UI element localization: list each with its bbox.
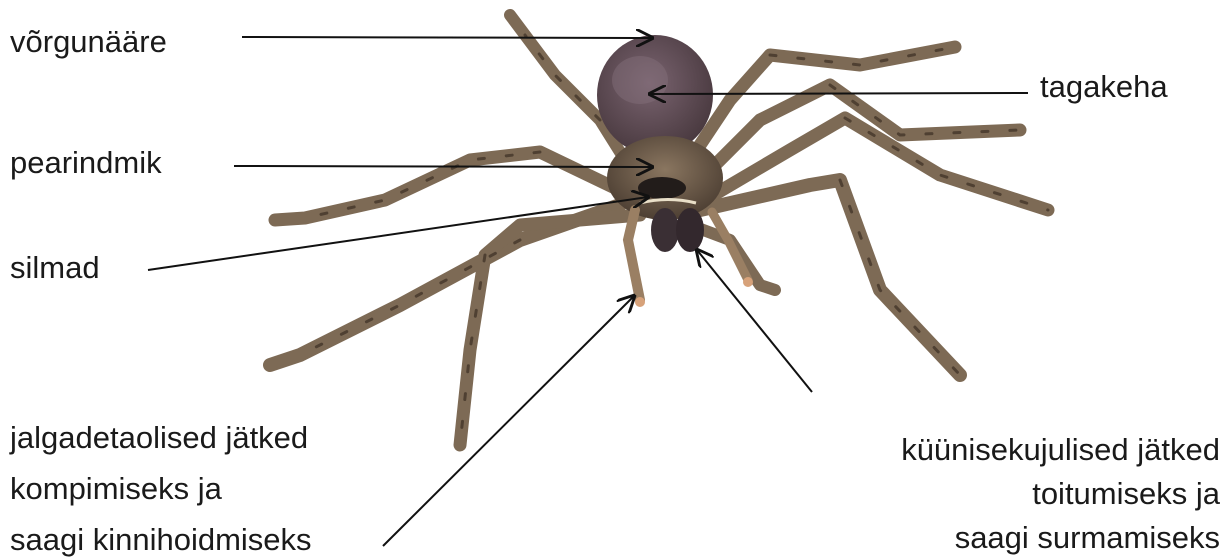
pointer-line-cephalothorax [234,166,652,167]
spider-chelicera-left [651,208,679,252]
label-pedipalps-line: kompimiseks ja [10,469,222,509]
pointer-line-eyes [148,197,648,270]
label-chelicerae-line: saagi surmamiseks [955,518,1220,558]
label-chelicerae-line: küünisekujulised jätked [901,430,1220,470]
label-abdomen: tagakeha [1040,67,1168,107]
label-pedipalps-line: jalgadetaolised jätked [10,418,308,458]
pointer-line-abdomen [650,93,1028,94]
pointer-line-pedipalps [383,296,634,546]
pointer-line-spinneret [242,37,652,38]
spider-leg [460,215,640,445]
eye-region [638,177,686,199]
spider-leg [700,180,960,375]
pedipalp-tip [743,277,753,287]
spider-pedipalp-left [628,210,640,300]
pedipalp-tip [635,297,645,307]
label-chelicerae-line: toitumiseks ja [1032,474,1220,514]
label-eyes: silmad [10,248,100,288]
label-spinneret: võrgunääre [10,22,167,62]
label-cephalothorax: pearindmik [10,143,162,183]
spider-pedipalp-right [712,212,748,280]
spider-leg [270,205,620,365]
spider-chelicera-right [676,208,704,252]
label-pedipalps-line: saagi kinnihoidmiseks [10,520,312,560]
abdomen-highlight [612,56,668,104]
